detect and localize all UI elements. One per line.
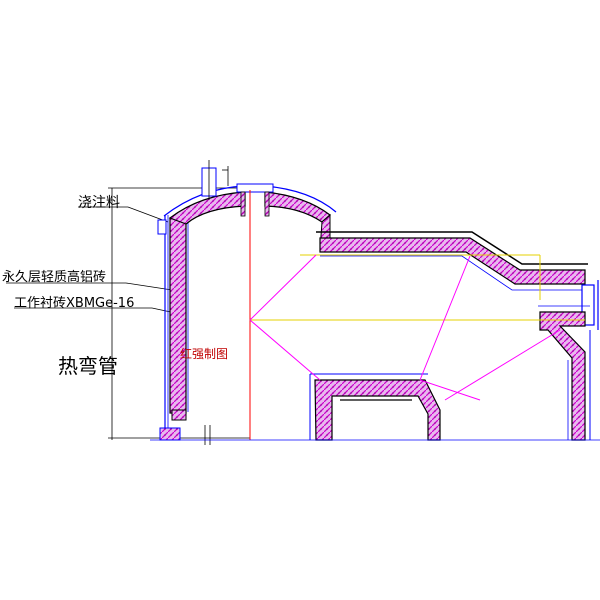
permanent-layer-label: 永久层轻质高铝砖 bbox=[2, 270, 107, 285]
drawing-title: 热弯管 bbox=[58, 354, 118, 378]
castable-label: 浇注料 bbox=[78, 195, 120, 211]
author-mark: 红强制图 bbox=[180, 347, 229, 361]
guide-lines-yellow bbox=[250, 254, 585, 321]
bottom-arch bbox=[309, 373, 441, 441]
upper-duct bbox=[316, 213, 599, 330]
left-shell bbox=[157, 215, 189, 441]
lower-duct bbox=[538, 305, 591, 441]
dome-top bbox=[163, 160, 337, 225]
working-lining-label: 工作衬砖XBMGe-16 bbox=[14, 296, 135, 311]
construction-lines-magenta bbox=[249, 254, 561, 401]
leader-lines bbox=[6, 206, 181, 315]
